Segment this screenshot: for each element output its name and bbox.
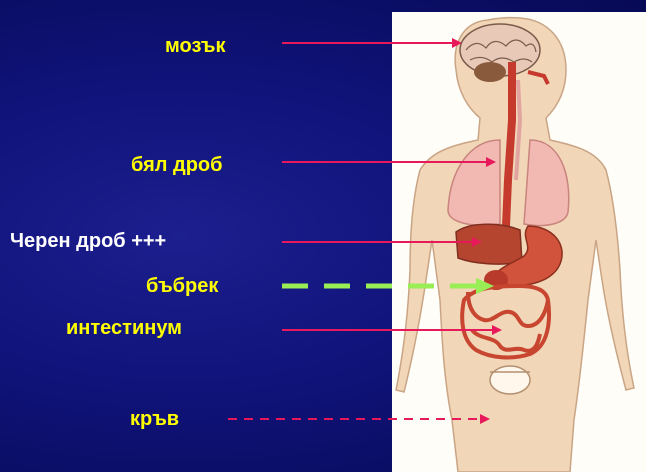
lung-label: бял дроб	[131, 153, 223, 177]
brain-label: мозък	[165, 34, 226, 58]
liver-label: Черен дроб +++	[10, 229, 166, 253]
intestine-label: интестинум	[66, 316, 182, 340]
liver-icon	[456, 224, 522, 264]
bladder-icon	[490, 366, 530, 394]
kidney-label: бъбрек	[146, 274, 218, 298]
blood-label: кръв	[130, 407, 179, 431]
brain-pointer-arrow	[282, 38, 462, 48]
